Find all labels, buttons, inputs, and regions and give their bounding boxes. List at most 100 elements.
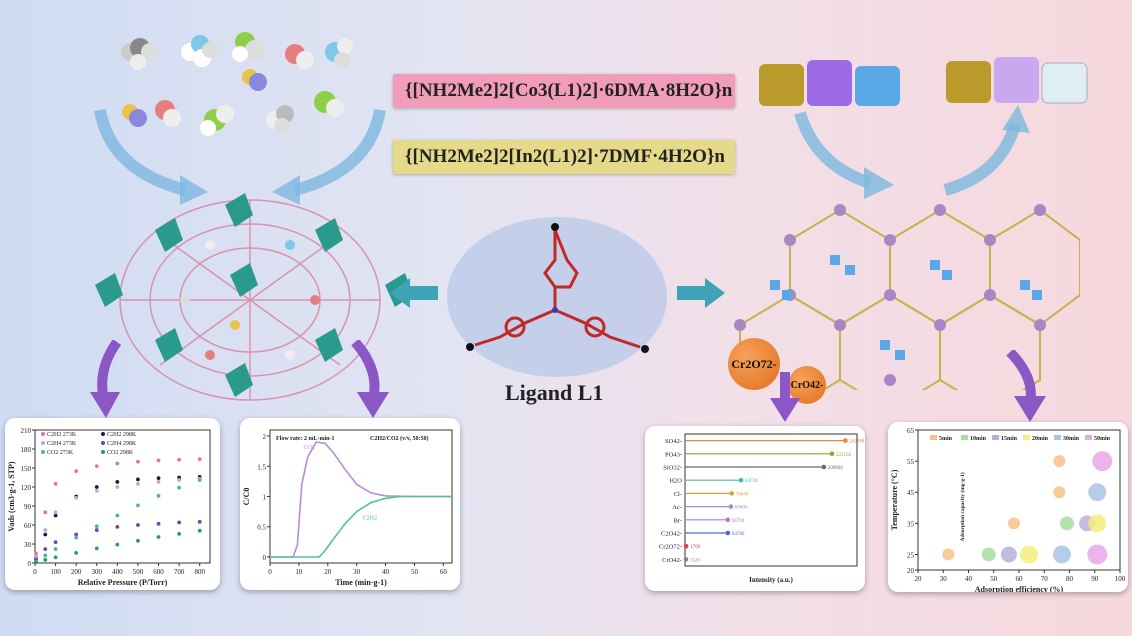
data-point [115, 513, 120, 518]
y-tick-label: 210 [21, 427, 32, 435]
legend-label: 5min [939, 436, 953, 442]
data-point [94, 488, 99, 493]
data-point [156, 480, 161, 484]
x-tick-label: 30 [353, 568, 361, 576]
data-point [177, 478, 182, 482]
data-point [94, 464, 99, 468]
data-point [197, 457, 202, 462]
indium-formula: {[NH2Me2]2[In2(L1)2]·7DMF·4H2O}n [393, 140, 735, 174]
x-tick-label: 700 [174, 568, 185, 576]
bar-value: 222150 [836, 453, 852, 458]
legend-label: C2H2 298K [107, 432, 137, 438]
bar-value: 242498 [849, 440, 865, 445]
ligand-structure [447, 217, 667, 377]
x-tick-label: 20 [915, 575, 923, 583]
data-point [53, 555, 58, 560]
ligand-bonds [474, 229, 641, 349]
x-axis-label: Time (min·g-1) [335, 578, 387, 587]
bar-value: 1520 [690, 558, 701, 563]
bar-marker [725, 530, 731, 536]
category-label: Ac- [672, 504, 682, 511]
data-point [115, 542, 120, 547]
legend-marker [1085, 435, 1092, 440]
arrow-down-in [794, 111, 872, 189]
adsorption-arrows [94, 108, 386, 205]
molecule-yellow [122, 104, 147, 127]
center-arrow-left [390, 278, 438, 308]
x-tick-label: 600 [153, 568, 164, 576]
series-line [270, 495, 452, 558]
molecule-green [200, 105, 234, 136]
data-point [136, 459, 140, 464]
bubble [981, 547, 996, 562]
data-point [156, 476, 161, 481]
annotation-ratio: C2H2/CO2 (v/v, 50:50) [370, 435, 429, 442]
category-label: SiO32- [663, 465, 682, 472]
data-point [115, 525, 120, 529]
legend-label: 30min [1063, 436, 1080, 442]
bubble [1053, 486, 1066, 499]
data-point [74, 550, 79, 555]
y-axis-label: C/C0 [242, 488, 251, 506]
y-axis-label: Temperature (°C) [890, 469, 899, 530]
data-point [136, 538, 140, 543]
legend-marker [930, 435, 937, 440]
chromate-ion: CrO42- [788, 366, 826, 404]
y-tick-label: 150 [21, 465, 32, 473]
molecule-blue [325, 38, 353, 68]
category-label: Br- [673, 517, 682, 524]
purple-arrow-2 [351, 340, 389, 418]
guest-in-pores [180, 240, 320, 360]
data-point [156, 458, 161, 463]
data-point [53, 513, 58, 518]
legend-label: CO2 273K [47, 450, 74, 456]
x-tick-label: 40 [965, 575, 973, 583]
bar-marker [821, 464, 827, 470]
y-tick-label: 1 [263, 494, 267, 502]
y-tick-label: 30 [24, 541, 32, 549]
crystal-lilac-after [994, 57, 1039, 103]
y-tick-label: 120 [21, 484, 32, 492]
crystals-before [759, 60, 900, 106]
y-tick-label: 65 [907, 427, 915, 435]
data-point [197, 528, 202, 533]
legend-marker [1054, 435, 1061, 440]
ligand-label: Ligand L1 [505, 380, 604, 405]
data-point [43, 557, 48, 562]
category-label: PO43- [665, 451, 682, 458]
bubble [1020, 545, 1039, 564]
legend-label: C2H4 273K [47, 441, 77, 447]
molecule-yellow-2 [242, 69, 267, 91]
x-tick-label: 10 [295, 568, 303, 576]
category-label: SO42- [665, 438, 682, 445]
bubble [1007, 517, 1020, 530]
selectivity-chart: 242498SO42-222150PO43-209840SiO32-84730H… [659, 433, 865, 584]
data-point [43, 528, 48, 532]
bar-marker [683, 543, 689, 549]
data-point [74, 535, 79, 540]
bubble [1052, 545, 1071, 564]
molecule-c2h2 [181, 35, 218, 67]
data-point [53, 510, 58, 515]
y-tick-label: 20 [907, 567, 915, 575]
bar-marker [725, 517, 731, 523]
data-point [94, 528, 99, 532]
indium-nodes [734, 204, 1046, 386]
y-tick-label: 0 [263, 554, 267, 562]
ligand-end-top [551, 223, 559, 231]
data-point [177, 531, 182, 536]
data-point [94, 485, 99, 489]
data-point [115, 461, 120, 466]
bubble [1088, 514, 1107, 533]
arrow-left-head [180, 175, 208, 205]
right-arrows [794, 105, 1030, 199]
data-point [177, 457, 182, 462]
bubble [1092, 451, 1113, 472]
indium-framework [734, 204, 1080, 390]
data-point [177, 485, 182, 490]
x-tick-label: 50 [990, 575, 998, 583]
y-tick-label: 180 [21, 446, 32, 454]
data-point [115, 485, 120, 489]
legend-label: C2H2 273K [47, 432, 77, 438]
